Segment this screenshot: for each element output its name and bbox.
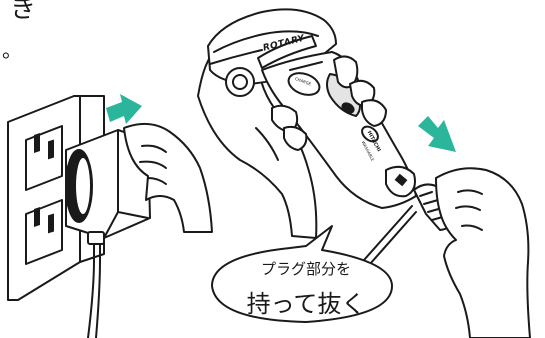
arrow-right-icon [106, 94, 142, 124]
fragment-character: き [10, 0, 36, 25]
callout-line1: プラグ部分を [236, 258, 376, 279]
pulling-hand [436, 168, 530, 338]
fragment-period: 。 [2, 34, 22, 63]
callout-line2: 持って抜く [224, 284, 388, 319]
arrow-down-right-icon [418, 116, 456, 152]
